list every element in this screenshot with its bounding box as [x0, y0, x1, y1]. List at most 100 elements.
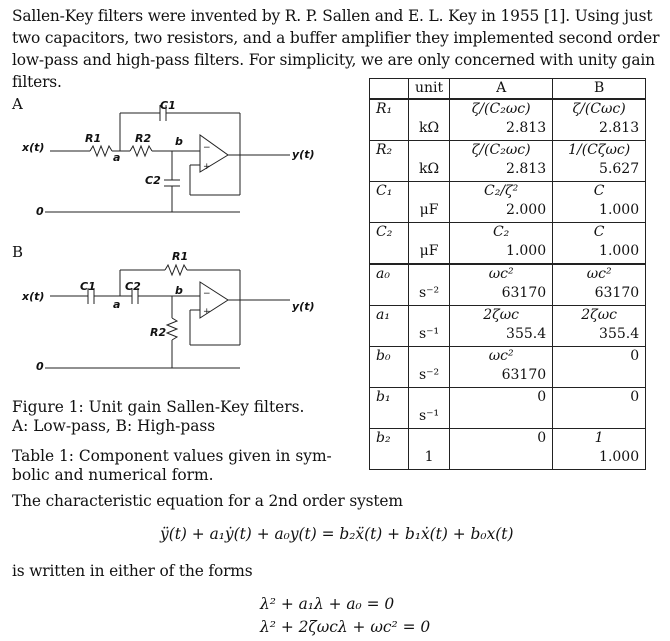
c1-label-b: C1 — [80, 280, 96, 293]
input-label-a: x(t) — [22, 141, 45, 154]
row-symbol: C₁ — [369, 181, 409, 223]
row-unit: kΩ — [419, 120, 440, 136]
b-value: 0 — [630, 348, 640, 364]
b-value: 2.813 — [599, 120, 640, 136]
table-caption-line2: bolic and numerical form. — [12, 466, 214, 484]
header-b: B — [552, 78, 647, 100]
a-expr: ωc² — [488, 348, 514, 364]
a-value: 355.4 — [506, 326, 547, 342]
svg-text:−: − — [203, 289, 211, 299]
component-values-table: unit A B R₁ kΩ ζ/(C₂ωc) 2.813 ζ/(Cωc) 2.81… — [369, 78, 647, 470]
a-expr: C₂/ζ² — [484, 183, 519, 199]
b-expr: 1/(Cζωc) — [568, 142, 631, 158]
sallen-key-figure: − + − + A B x(t) y(t) 0 R1 R2 C1 C2 a b x(… — [0, 88, 370, 388]
table-header-row: unit A B — [369, 78, 647, 100]
output-label-b: y(t) — [292, 300, 315, 313]
table-row: C₁ μF C₂/ζ² 2.000 C 1.000 — [369, 181, 647, 223]
b-expr: C — [593, 224, 605, 240]
a-value: 0 — [537, 430, 547, 446]
b-expr: C — [593, 183, 605, 199]
b-value: 5.627 — [599, 161, 640, 177]
header-sym — [369, 78, 409, 100]
row-symbol: a₀ — [369, 263, 409, 306]
ode-equation: ÿ(t) + a₁ẏ(t) + a₀y(t) = b₂ẍ(t) + b₁ẋ(t)… — [160, 525, 514, 543]
a-value: 2.000 — [506, 202, 547, 218]
row-unit: kΩ — [419, 161, 440, 177]
table-row: R₂ kΩ ζ/(C₂ωc) 2.813 1/(Cζωc) 5.627 — [369, 140, 647, 182]
forms-intro: is written in either of the forms — [12, 562, 253, 580]
table-row: C₂ μF C₂ 1.000 C 1.000 — [369, 222, 647, 265]
b-expr: 2ζωc — [581, 307, 618, 323]
row-unit: 1 — [424, 449, 434, 465]
char-eq-2: λ² + 2ζωcλ + ωc² = 0 — [260, 618, 431, 636]
b-value: 1.000 — [599, 243, 640, 259]
a-value: 63170 — [501, 367, 547, 383]
row-unit: μF — [419, 202, 439, 218]
a-expr: ωc² — [488, 266, 514, 282]
a-value: 0 — [537, 389, 547, 405]
row-symbol: b₀ — [369, 346, 409, 388]
row-symbol: b₂ — [369, 428, 409, 470]
figure-caption-line1: Figure 1: Unit gain Sallen-Key filters. — [12, 398, 305, 416]
b-value: 63170 — [594, 285, 640, 301]
svg-text:+: + — [203, 307, 211, 317]
row-unit: s⁻¹ — [418, 326, 440, 342]
table-caption-line1: Table 1: Component values given in sym- — [12, 447, 332, 465]
ground-label-a: 0 — [36, 205, 44, 218]
table-row: R₁ kΩ ζ/(C₂ωc) 2.813 ζ/(Cωc) 2.813 — [369, 98, 647, 141]
b-value: 355.4 — [599, 326, 640, 342]
ground-label-b: 0 — [36, 360, 44, 373]
table-row: b₀ s⁻² ωc² 63170 0 — [369, 346, 647, 388]
r2-label-b: R2 — [150, 326, 167, 339]
b-expr: ζ/(Cωc) — [572, 101, 626, 117]
c1-label-a: C1 — [160, 99, 176, 112]
r1-label-b: R1 — [172, 250, 189, 263]
a-value: 2.813 — [506, 120, 547, 136]
row-symbol: a₁ — [369, 305, 409, 347]
panel-a-label: A — [12, 95, 23, 113]
table-row: b₂ 1 0 1 1.000 — [369, 428, 647, 470]
header-a: A — [449, 78, 554, 100]
r1-label-a: R1 — [85, 132, 102, 145]
node-b-label-a: b — [175, 135, 183, 148]
b-expr: ωc² — [586, 266, 612, 282]
row-symbol: R₁ — [369, 98, 409, 141]
char-eq-intro: The characteristic equation for a 2nd or… — [12, 492, 403, 510]
row-unit: s⁻² — [418, 285, 440, 301]
c2-label-a: C2 — [145, 174, 161, 187]
a-value: 1.000 — [506, 243, 547, 259]
row-unit: s⁻¹ — [418, 408, 440, 424]
svg-text:−: − — [203, 143, 211, 153]
a-expr: ζ/(C₂ωc) — [471, 142, 531, 158]
header-unit: unit — [407, 78, 451, 100]
r2-label-a: R2 — [135, 132, 152, 145]
table-row: a₀ s⁻² ωc² 63170 ωc² 63170 — [369, 263, 647, 306]
a-value: 2.813 — [506, 161, 547, 177]
b-expr: 1 — [594, 430, 604, 446]
b-value: 1.000 — [599, 202, 640, 218]
row-symbol: b₁ — [369, 387, 409, 429]
node-b-label-b: b — [175, 284, 183, 297]
output-label-a: y(t) — [292, 148, 315, 161]
svg-text:+: + — [203, 162, 211, 172]
row-unit: s⁻² — [418, 367, 440, 383]
a-expr: C₂ — [492, 224, 510, 240]
row-symbol: R₂ — [369, 140, 409, 182]
table-row: b₁ s⁻¹ 0 0 — [369, 387, 647, 429]
node-a-label-b: a — [113, 298, 121, 311]
a-value: 63170 — [501, 285, 547, 301]
panel-b-label: B — [12, 243, 24, 261]
circuit-diagram: − + − + — [45, 105, 290, 369]
b-value: 0 — [630, 389, 640, 405]
figure-caption-line2: A: Low-pass, B: High-pass — [12, 417, 216, 435]
input-label-b: x(t) — [22, 290, 45, 303]
row-unit: μF — [419, 243, 439, 259]
node-a-label-a: a — [113, 151, 121, 164]
char-eq-1: λ² + a₁λ + a₀ = 0 — [260, 595, 395, 613]
a-expr: ζ/(C₂ωc) — [471, 101, 531, 117]
intro-paragraph: Sallen-Key filters were invented by R. P… — [12, 7, 660, 91]
row-symbol: C₂ — [369, 222, 409, 265]
b-value: 1.000 — [599, 449, 640, 465]
c2-label-b: C2 — [125, 280, 141, 293]
